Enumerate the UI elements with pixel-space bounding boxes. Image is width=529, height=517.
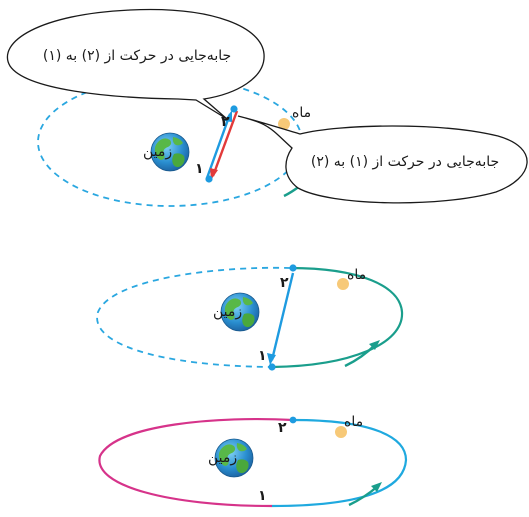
orbit-direction-arrow [349,486,378,505]
point-2-label-middle: ۲ [280,275,289,291]
point-1-label-middle: ۱ [258,348,267,364]
point-1-label-bottom: ۱ [258,488,267,504]
orbit-direction-arrow [345,344,376,366]
moon-label: ماه [347,267,366,283]
earth-label: زمین [213,304,242,320]
point-2-middle [289,264,296,271]
callout-top-bubble [7,10,264,119]
callout-top-text: جابه‌جایی در حرکت از (۲) به (۱) [43,48,231,64]
moon-label: ماه [292,105,311,121]
diagram-top: زمین ماه ۲ ۱ جابه‌جایی در حرکت از (۲) به… [7,10,527,206]
point-2-bottom [290,417,297,424]
callout-right-text: جابه‌جایی در حرکت از (۱) به (۲) [311,154,499,170]
point-2-top [230,105,237,112]
diagram-bottom: زمین ماه ۲ ۱ [99,414,406,506]
diagram-middle: زمین ماه ۲ ۱ [97,264,402,370]
moon-label: ماه [344,414,363,430]
earth-label: زمین [208,450,237,466]
point-2-label-bottom: ۲ [278,420,287,436]
earth-label: زمین [143,144,172,160]
point-1-top [205,175,212,182]
point-1-label-top: ۱ [195,161,204,177]
point-1-middle [268,363,275,370]
